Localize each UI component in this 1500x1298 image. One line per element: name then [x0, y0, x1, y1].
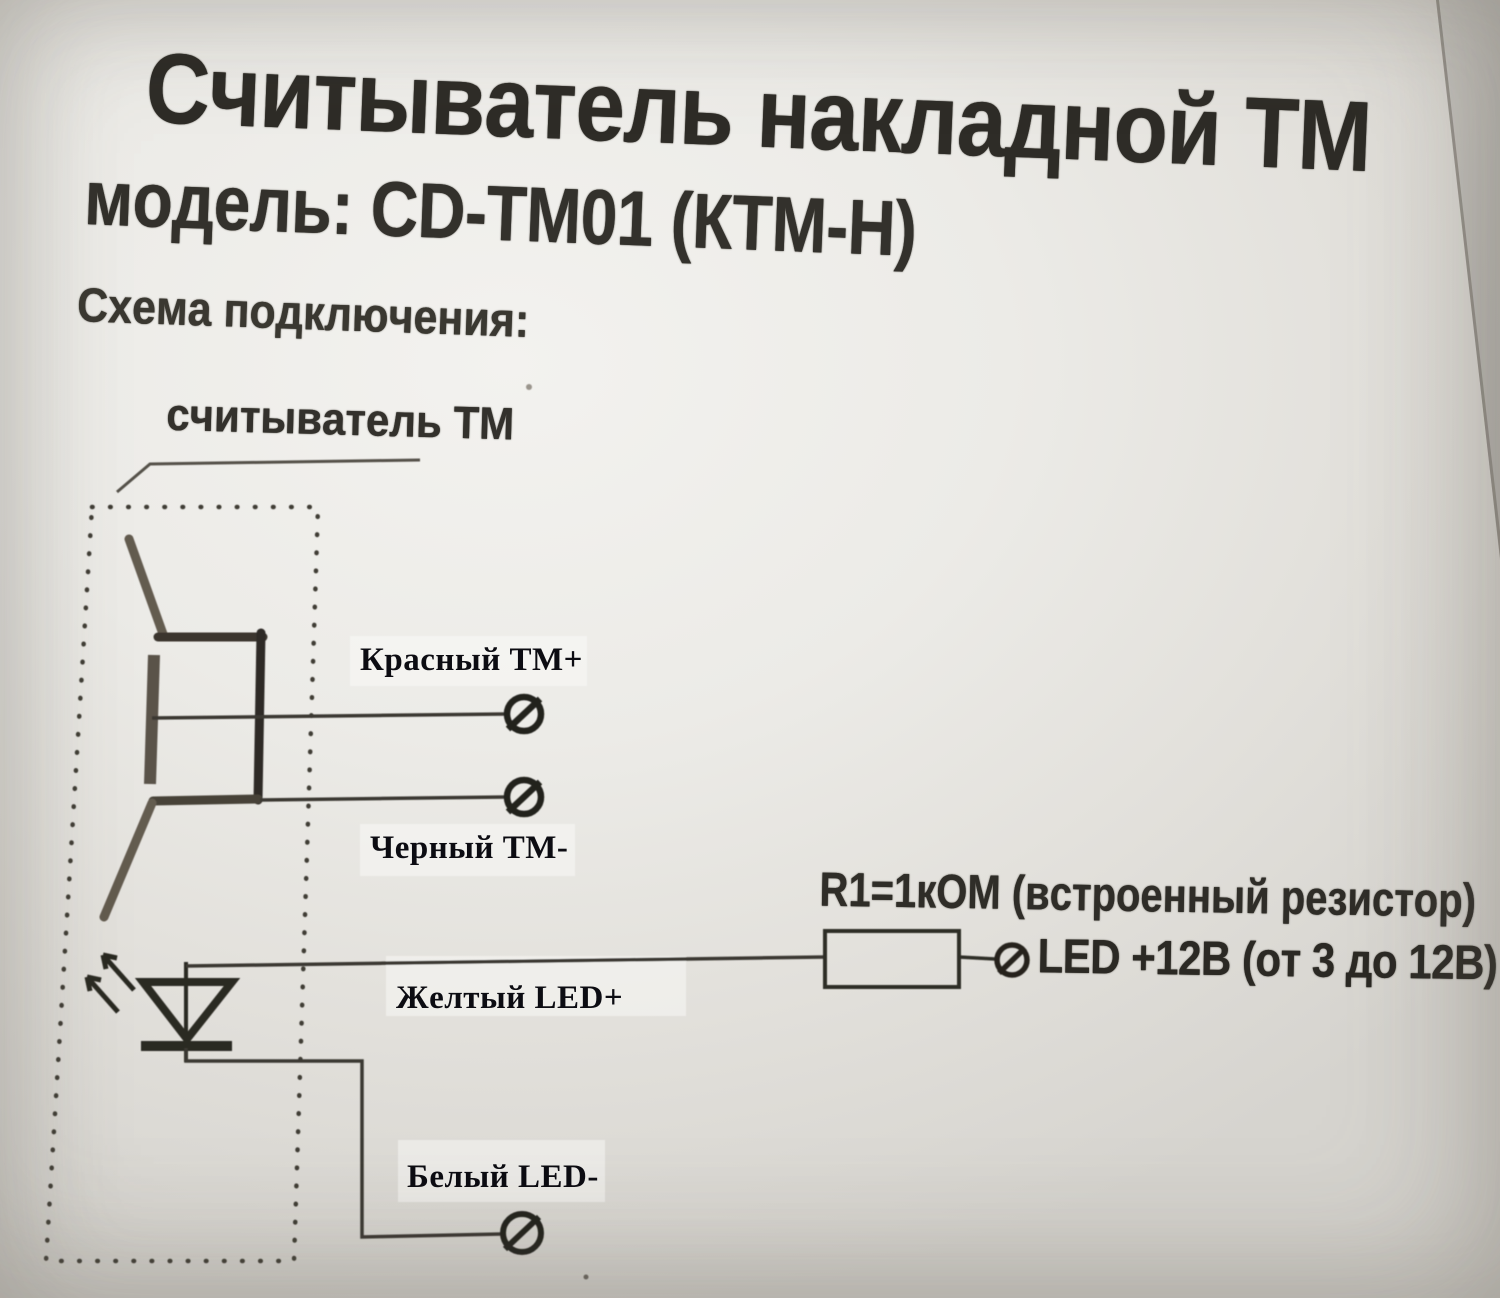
- wire-label-led-plus: Желтый LED+: [396, 980, 624, 1016]
- led-symbol: [84, 952, 241, 1062]
- tm-reader-probe-symbol: [99, 534, 268, 922]
- wire-tm-plus: [151, 712, 507, 720]
- terminal-screw-tm-plus-icon: [503, 693, 545, 735]
- reader-block-label: считыватель ТМ: [165, 388, 515, 450]
- paper-speck: [526, 384, 532, 390]
- reader-label-leader-line: [116, 458, 421, 494]
- wire-led-plus: [185, 955, 826, 968]
- led-anode-triangle: [134, 978, 241, 1046]
- probe-outer-bottom-lip: [148, 794, 263, 806]
- led-emission-arrows-icon: [84, 952, 136, 1014]
- reader-dashed-enclosure: [43, 504, 321, 1264]
- probe-outer-bottom-slant: [99, 798, 157, 922]
- paper-edge-line: [1435, 0, 1500, 558]
- wire-label-tm-minus: Черный ТМ-: [370, 830, 569, 866]
- terminal-screw-led-minus-icon: [500, 1211, 544, 1255]
- probe-center-contact: [144, 654, 160, 785]
- paper-speck: [583, 1274, 589, 1280]
- wire-tm-minus: [259, 795, 507, 802]
- led-terminal-label: LED +12В (от 3 до 12В): [1037, 928, 1498, 990]
- probe-outer-top-slant: [124, 534, 168, 639]
- terminal-screw-tm-minus-icon: [503, 776, 545, 818]
- wire-led-minus: [184, 1048, 503, 1239]
- terminal-screw-led-plus-icon: [994, 942, 1030, 978]
- resistor-r1-symbol: [823, 929, 996, 989]
- resistor-note: R1=1кОМ (встроенный резистор): [819, 863, 1477, 928]
- annotation-background-patches: [350, 636, 686, 1202]
- wire-label-tm-plus: Красный ТМ+: [360, 642, 583, 678]
- wire-label-led-minus: Белый LED-: [407, 1159, 599, 1195]
